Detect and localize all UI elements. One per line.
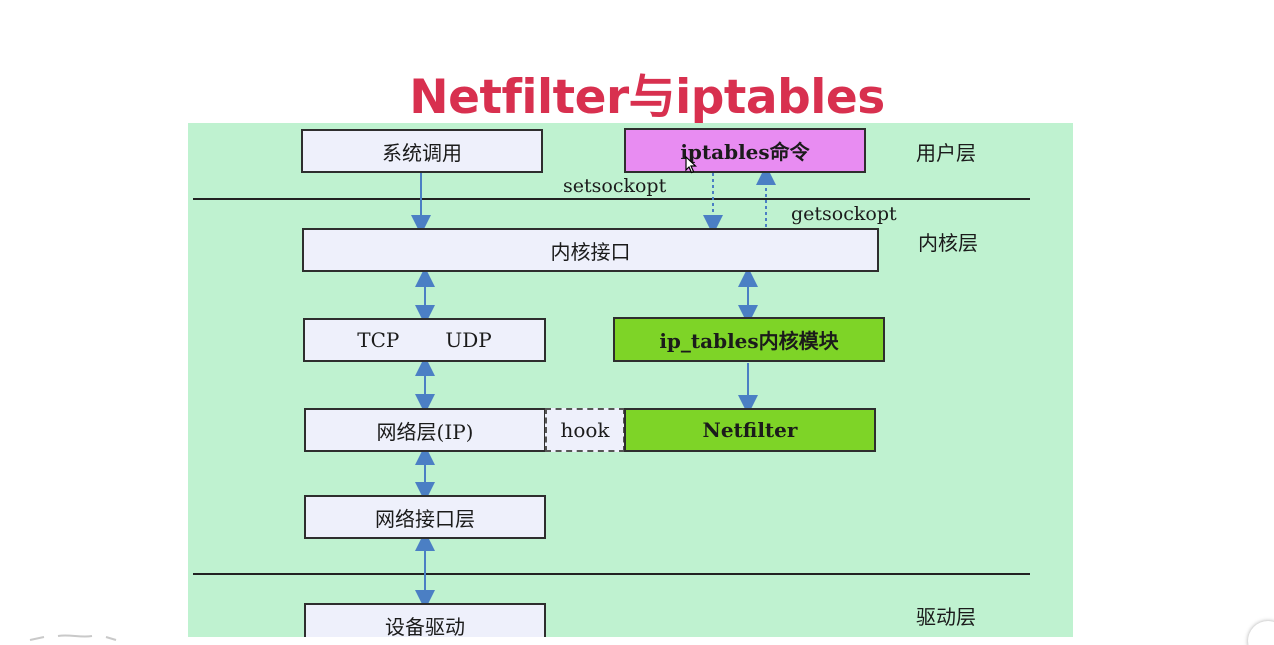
netfilter-architecture-diagram: 系统调用 iptables命令 内核接口 TCP UDP ip_tables内核… bbox=[188, 123, 1073, 637]
corner-round-button[interactable] bbox=[1248, 621, 1274, 645]
network-interface-layer-box: 网络接口层 bbox=[304, 495, 546, 539]
ip-tables-kernel-module-box: ip_tables内核模块 bbox=[613, 317, 885, 362]
udp-label: UDP bbox=[445, 328, 492, 352]
user-kernel-divider bbox=[193, 198, 1030, 200]
getsockopt-label: getsockopt bbox=[791, 203, 897, 225]
video-overlay-mark bbox=[29, 634, 117, 641]
network-layer-box: 网络层(IP) bbox=[304, 408, 546, 452]
netfilter-box: Netfilter bbox=[624, 408, 876, 452]
kernel-driver-divider bbox=[193, 573, 1030, 575]
device-driver-box: 设备驱动 bbox=[304, 603, 546, 637]
tcp-udp-box: TCP UDP bbox=[303, 318, 546, 362]
setsockopt-label: setsockopt bbox=[563, 175, 667, 197]
user-layer-label: 用户层 bbox=[916, 141, 976, 165]
slide-title: Netfilter与iptables bbox=[409, 70, 885, 125]
hook-box: hook bbox=[545, 408, 625, 452]
diagram-arrows bbox=[411, 165, 776, 610]
tcp-label: TCP bbox=[357, 328, 400, 352]
syscall-box: 系统调用 bbox=[301, 129, 543, 173]
kernel-interface-box: 内核接口 bbox=[302, 228, 879, 272]
driver-layer-label: 驱动层 bbox=[916, 605, 976, 629]
kernel-layer-label: 内核层 bbox=[918, 231, 978, 255]
mouse-cursor-icon bbox=[685, 156, 698, 174]
iptables-command-box: iptables命令 bbox=[624, 128, 866, 173]
